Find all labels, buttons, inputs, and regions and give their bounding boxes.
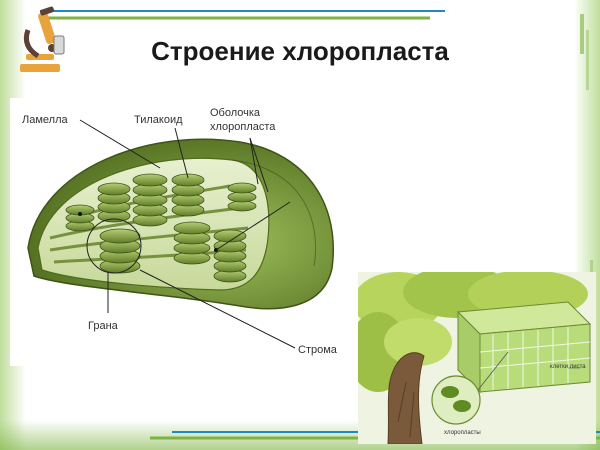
leaf-cross-section-illustration: клетки листа хлоропласты	[348, 266, 596, 445]
leaf-cross-section-block	[456, 301, 592, 394]
label-lamella: Ламелла	[22, 114, 68, 126]
granum-8	[227, 182, 257, 212]
chloroplast-illustration	[27, 119, 334, 349]
magnified-cell-circle	[431, 375, 481, 425]
granum-5	[99, 228, 141, 274]
tree-foliage	[348, 266, 588, 392]
label-leaf-cells: клетки листа	[550, 364, 586, 370]
page-title: Строение хлоропласта	[151, 36, 449, 66]
granum-4	[171, 173, 205, 217]
granum-7	[213, 229, 247, 283]
chloroplast-diagram: Ламелла Тилакоид Оболочка хлоропласта Гр…	[10, 98, 362, 366]
label-stroma: Строма	[298, 344, 337, 356]
granum-6	[173, 221, 211, 265]
microscope-icon	[20, 6, 65, 72]
label-thylakoid: Тилакоид	[134, 114, 183, 126]
label-envelope-line1: Оболочка	[210, 107, 261, 119]
granum-1	[65, 204, 95, 232]
leader-lines	[79, 119, 296, 349]
tree-trunk	[387, 352, 425, 445]
label-leaf-chloroplasts: хлоропласты	[444, 430, 481, 436]
leaf-illustration	[348, 266, 596, 445]
grana-stacks	[65, 173, 257, 283]
granum-2	[97, 182, 131, 223]
top-decorative-lines	[40, 10, 445, 20]
granum-3	[132, 173, 168, 227]
label-grana: Грана	[88, 320, 118, 332]
label-envelope-line2: хлоропласта	[210, 121, 276, 133]
grana-highlight-circle	[86, 218, 142, 274]
